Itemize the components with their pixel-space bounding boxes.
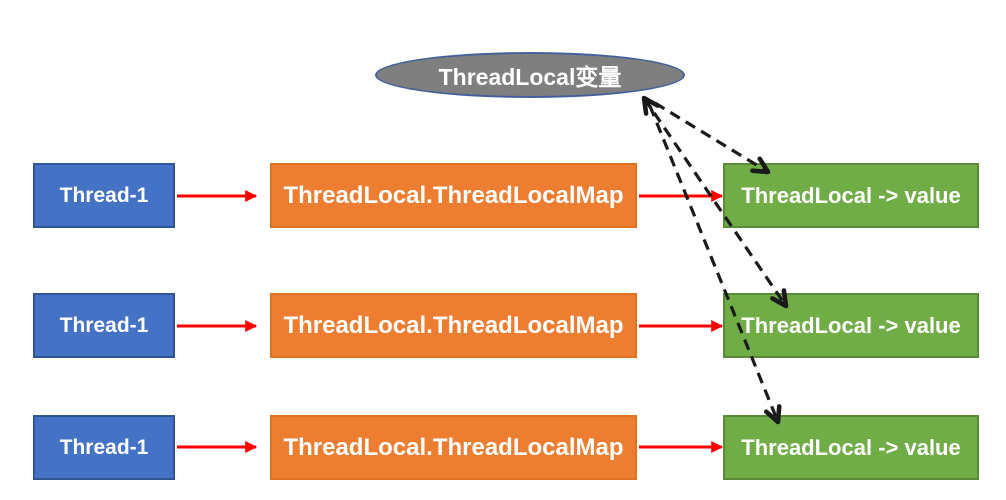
entry-box-2: ThreadLocal -> value bbox=[723, 293, 979, 358]
thread-box-2-label: Thread-1 bbox=[59, 313, 149, 337]
threadlocalmap-box-3: ThreadLocal.ThreadLocalMap bbox=[270, 415, 637, 480]
entry-box-3-label: ThreadLocal -> value bbox=[741, 434, 961, 460]
thread-box-2: Thread-1 bbox=[33, 293, 175, 358]
dashed-arrow-ellipse-to-entry-1 bbox=[654, 101, 771, 175]
dashed-arrow-ellipse-to-entry-3 bbox=[648, 105, 782, 425]
threadlocalmap-box-1-label: ThreadLocal.ThreadLocalMap bbox=[283, 181, 624, 209]
thread-box-1-label: Thread-1 bbox=[59, 183, 149, 207]
threadlocalmap-box-2: ThreadLocal.ThreadLocalMap bbox=[270, 293, 637, 358]
threadlocalmap-box-2-label: ThreadLocal.ThreadLocalMap bbox=[283, 311, 624, 339]
threadlocalmap-box-3-label: ThreadLocal.ThreadLocalMap bbox=[283, 433, 624, 461]
entry-box-3: ThreadLocal -> value bbox=[723, 415, 979, 480]
threadlocal-variable-label: ThreadLocal变量 bbox=[438, 64, 622, 90]
thread-box-3-label: Thread-1 bbox=[59, 435, 149, 459]
thread-box-3: Thread-1 bbox=[33, 415, 175, 480]
entry-box-2-label: ThreadLocal -> value bbox=[741, 312, 961, 338]
thread-box-1: Thread-1 bbox=[33, 163, 175, 228]
entry-box-1: ThreadLocal -> value bbox=[723, 163, 979, 228]
threadlocalmap-box-1: ThreadLocal.ThreadLocalMap bbox=[270, 163, 637, 228]
threadlocal-variable-ellipse: ThreadLocal变量 bbox=[375, 52, 685, 98]
entry-box-1-label: ThreadLocal -> value bbox=[741, 182, 961, 208]
